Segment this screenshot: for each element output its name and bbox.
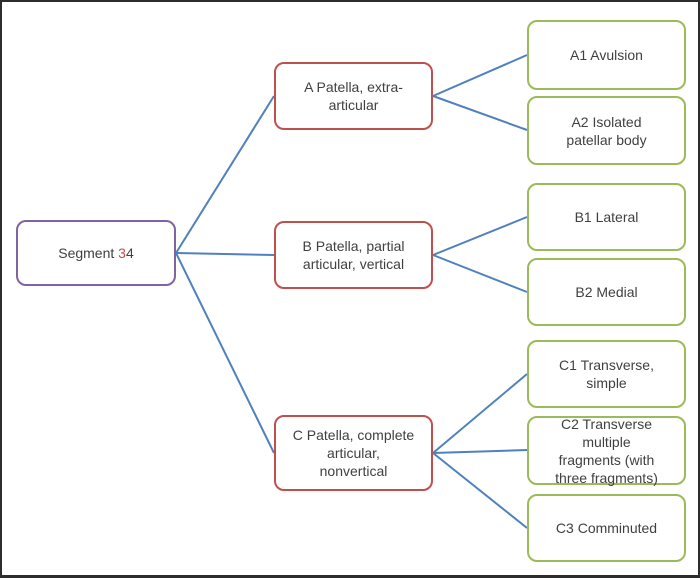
segment-number: 4 (125, 245, 134, 261)
node-c-patella-complete-articular: C Patella, complete articular, nonvertic… (274, 415, 433, 491)
node-label: Segment 34 (58, 244, 134, 262)
connector-root-c (175, 252, 275, 454)
node-label: C1 Transverse, simple (559, 357, 654, 391)
connector-b-b2 (432, 254, 528, 293)
node-b2-medial: B2 Medial (527, 258, 686, 326)
node-a2-isolated-patellar-body: A2 Isolated patellar body (527, 96, 686, 165)
node-segment-34: Segment 34 (16, 220, 176, 286)
node-label: A1 Avulsion (570, 47, 643, 63)
node-label: C Patella, complete articular, nonvertic… (292, 427, 415, 479)
node-label: A2 Isolated patellar body (566, 113, 647, 148)
node-c3-comminuted: C3 Comminuted (527, 494, 686, 562)
connector-c-c1 (432, 373, 528, 454)
node-b-patella-partial-articular: B Patella, partial articular, vertical (274, 221, 433, 289)
node-c1-transverse-simple: C1 Transverse, simple (527, 340, 686, 408)
segment-text: Segment (58, 245, 119, 261)
connector-a-a2 (432, 95, 528, 131)
connector-b-b1 (432, 216, 528, 256)
node-b1-lateral: B1 Lateral (527, 183, 686, 251)
connector-root-a (175, 95, 275, 254)
node-label: A Patella, extra- articular (304, 79, 403, 113)
node-label: B2 Medial (575, 284, 638, 300)
connector-a-a1 (432, 54, 528, 97)
node-a-patella-extra-articular: A Patella, extra- articular (274, 62, 433, 130)
node-label: C2 Transverse multiple fragments (with t… (555, 415, 658, 486)
node-label: B Patella, partial articular, vertical (302, 238, 405, 272)
connector-root-b (175, 252, 275, 256)
node-label: B1 Lateral (574, 209, 639, 225)
connector-c-c3 (432, 452, 528, 529)
node-c2-transverse-multiple-fragments: C2 Transverse multiple fragments (with t… (527, 415, 686, 486)
segment-number-highlight: 3 (118, 245, 126, 261)
connector-c-c2 (432, 449, 528, 454)
node-a1-avulsion: A1 Avulsion (527, 20, 686, 90)
node-label: C3 Comminuted (555, 520, 658, 536)
